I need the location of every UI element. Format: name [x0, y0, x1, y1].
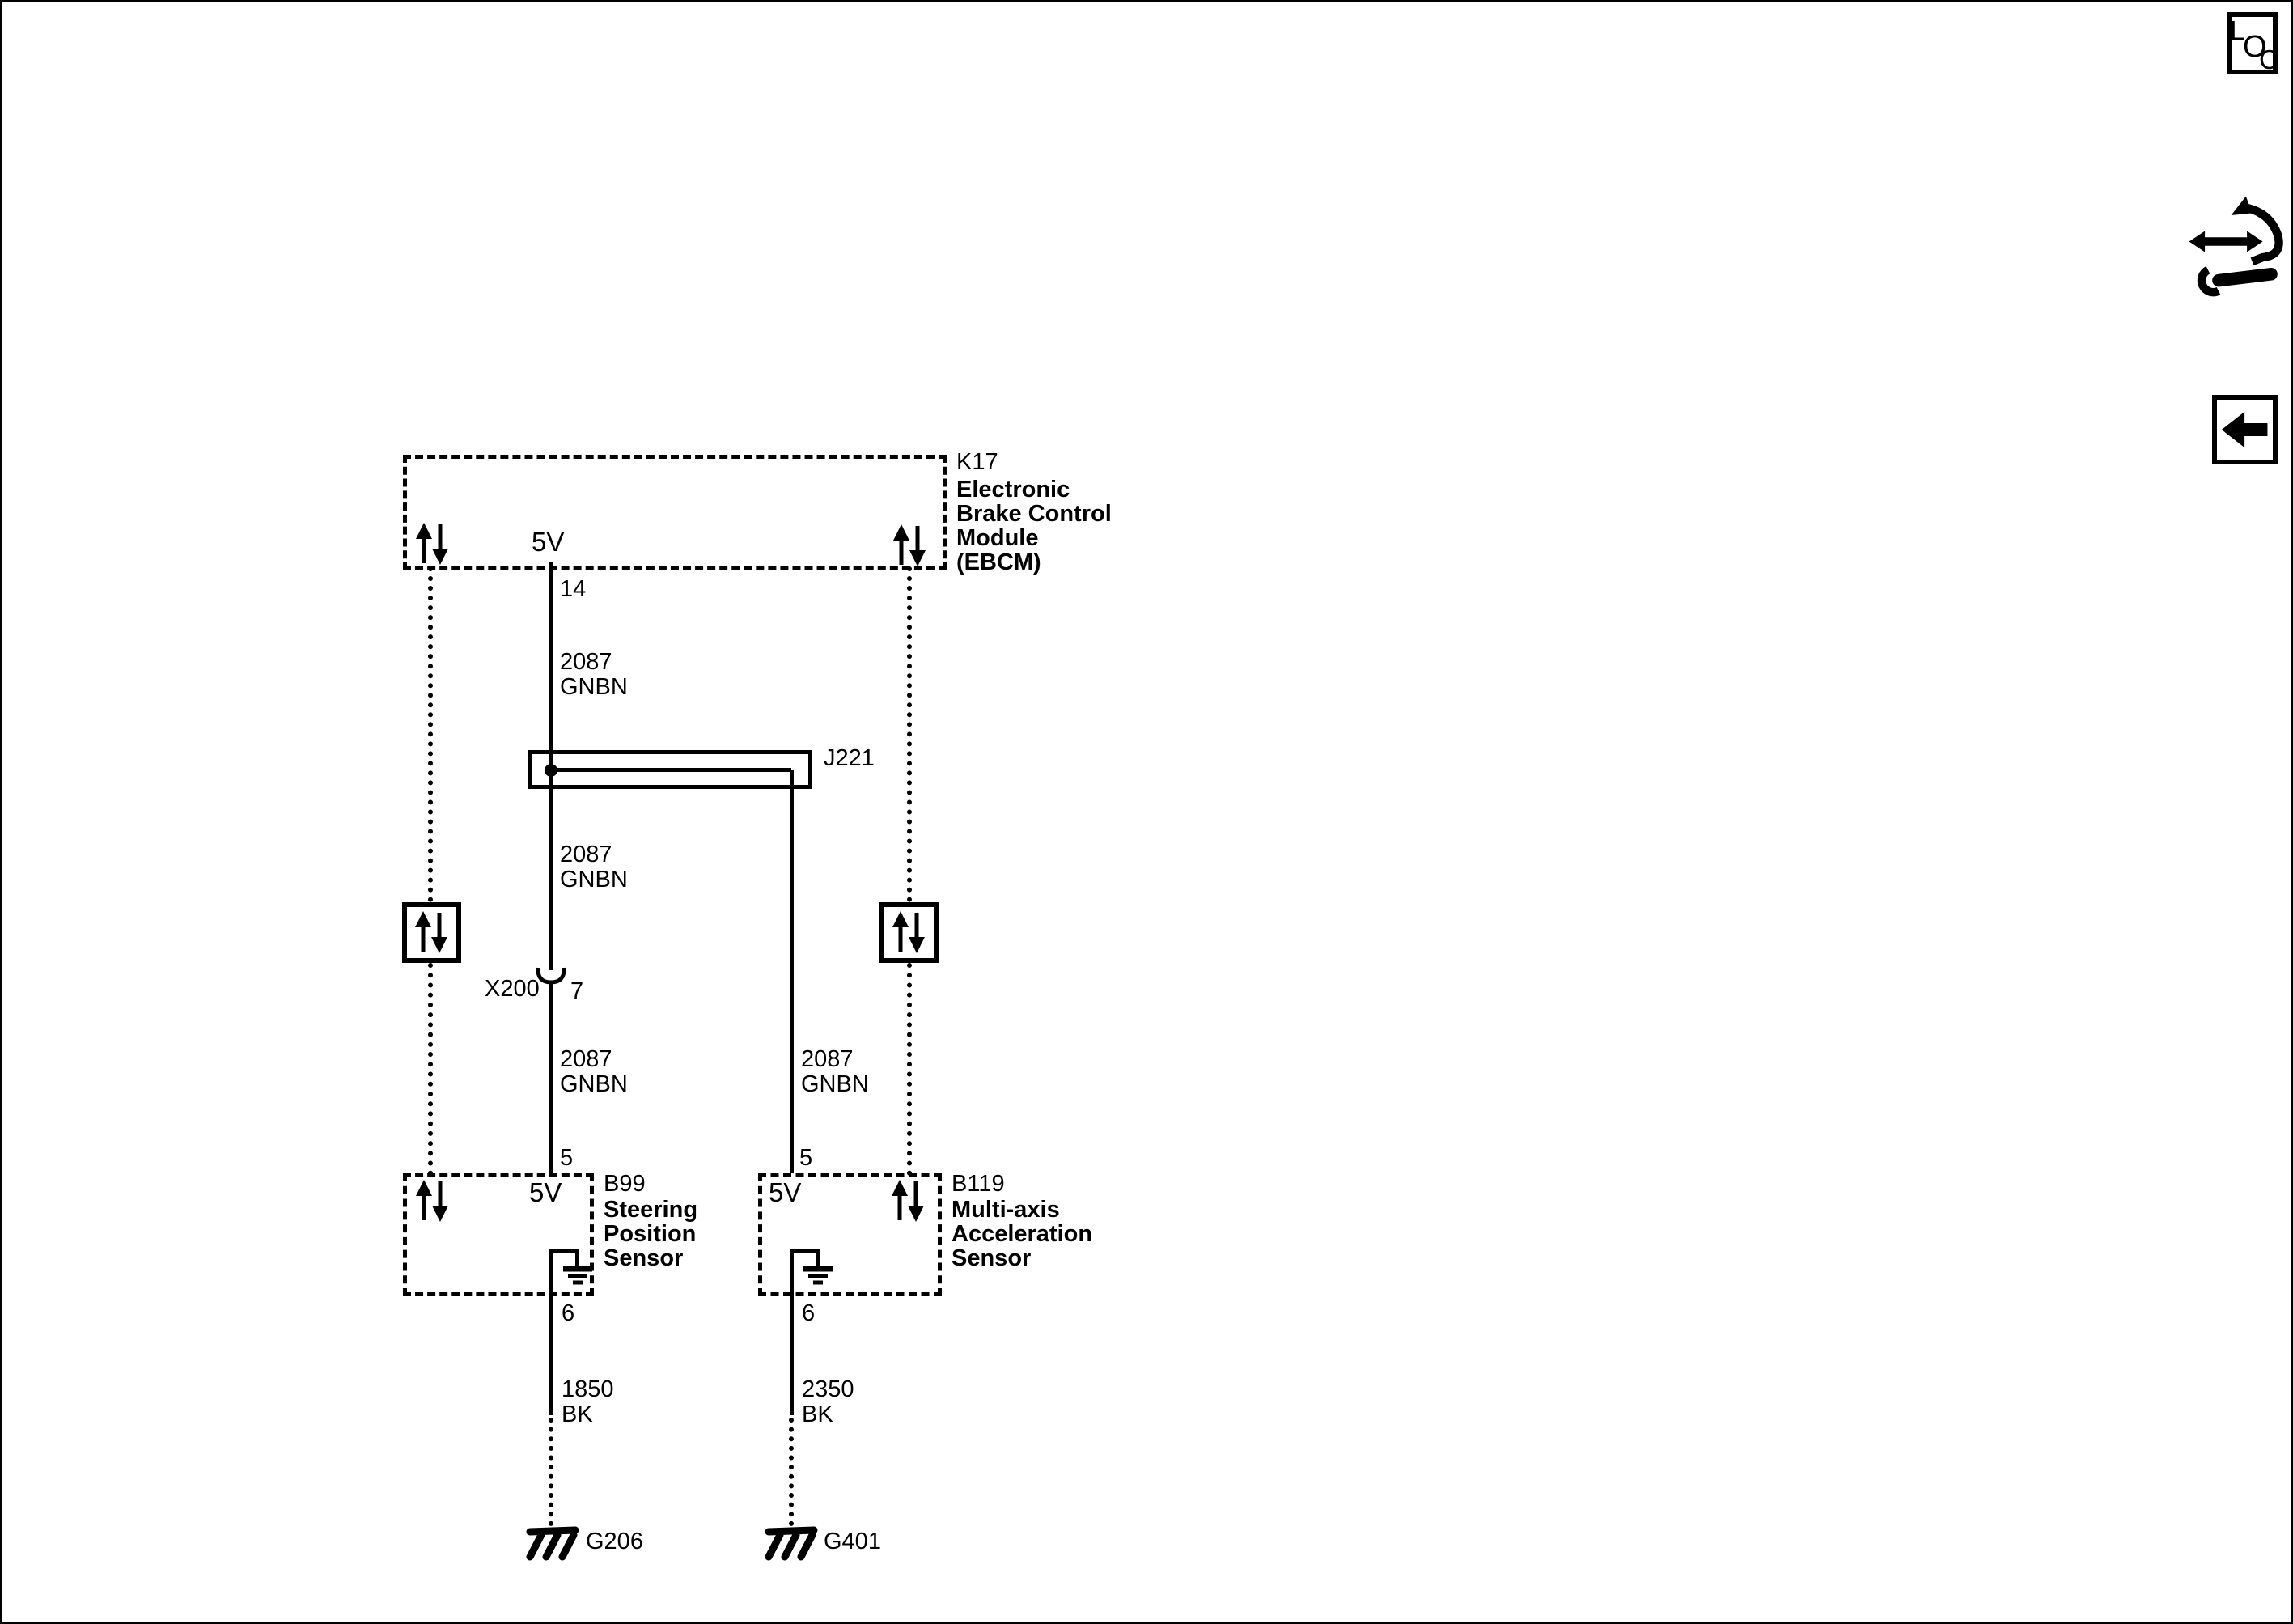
steering-sensor-name-line: Steering	[604, 1197, 698, 1223]
inline-connector-icon[interactable]	[534, 966, 568, 987]
wire-label: 2087 GNBN	[560, 650, 628, 700]
internal-ground-icon	[802, 1266, 834, 1287]
wire-color: GNBN	[801, 1071, 869, 1097]
pin-label-14: 14	[560, 576, 587, 602]
ebcm-box[interactable]	[403, 455, 947, 570]
dotted-link-wire	[907, 963, 912, 1176]
ebcm-name-line: Brake Control	[956, 501, 1112, 527]
wire-label: 2087 GNBN	[560, 1047, 628, 1097]
wire-circuit: 2087	[560, 1046, 612, 1072]
pin-label-6: 6	[562, 1300, 575, 1326]
wire-circuit: 1850	[562, 1376, 614, 1402]
splice-branch-wire	[551, 768, 791, 772]
pin-label-5: 5	[799, 1145, 813, 1171]
signal-arrows-box[interactable]	[402, 902, 461, 963]
back-arrow-icon	[2221, 411, 2268, 448]
chassis-ground-icon[interactable]	[762, 1526, 820, 1562]
signal-updown-arrows-icon[interactable]	[414, 523, 450, 565]
steering-sensor-name-line: Position	[604, 1221, 697, 1247]
ebcm-id-label: K17	[956, 449, 998, 475]
dotted-link-wire	[907, 566, 912, 902]
repair-navigation-icon[interactable]	[2186, 194, 2293, 299]
wire-color: BK	[562, 1401, 593, 1427]
wire-label: 2350 BK	[802, 1377, 854, 1427]
ebcm-name-line: Electronic	[956, 477, 1070, 502]
accel-sensor-id-label: B119	[952, 1171, 1005, 1197]
wire-2087-branch-segment	[790, 770, 794, 1173]
internal-ground-icon	[562, 1266, 594, 1287]
wire-circuit: 2350	[802, 1376, 854, 1402]
chassis-ground-icon[interactable]	[523, 1526, 582, 1562]
ebcm-voltage-label: 5V	[532, 527, 565, 557]
accel-sensor-name-line: Sensor	[952, 1245, 1032, 1271]
wire-color: GNBN	[560, 867, 628, 893]
signal-updown-arrows-icon	[413, 911, 449, 953]
pin-label-5: 5	[560, 1145, 574, 1171]
wire-circuit: 2087	[560, 649, 612, 675]
wire-circuit: 2087	[801, 1046, 854, 1072]
signal-updown-arrows-icon	[891, 911, 926, 953]
dotted-ground-wire	[789, 1418, 794, 1526]
steering-sensor-id-label: B99	[604, 1171, 646, 1197]
sensor-internal-wire	[816, 1249, 820, 1269]
connector-id-label: X200	[485, 976, 540, 1002]
sensor-internal-wire	[575, 1249, 579, 1269]
steering-voltage-label: 5V	[529, 1177, 562, 1207]
signal-updown-arrows-icon[interactable]	[892, 524, 927, 566]
wire-label: 1850 BK	[562, 1377, 614, 1427]
dotted-link-wire	[428, 963, 433, 1176]
steering-sensor-name-line: Sensor	[604, 1245, 684, 1271]
wire-circuit: 2087	[560, 842, 612, 867]
splice-id-label: J221	[824, 745, 875, 771]
signal-updown-arrows-icon[interactable]	[890, 1180, 926, 1222]
wire-label: 2087 GNBN	[801, 1047, 869, 1097]
ebcm-name-line: (EBCM)	[956, 549, 1041, 575]
accel-sensor-name-line: Acceleration	[952, 1221, 1093, 1247]
loc-letter-o: O	[2243, 30, 2267, 64]
ground-id-label: G401	[824, 1529, 881, 1554]
signal-arrows-box[interactable]	[879, 902, 939, 963]
pin-label-6: 6	[802, 1300, 816, 1326]
wire-color: BK	[802, 1401, 833, 1427]
accel-sensor-name-line: Multi-axis	[952, 1197, 1060, 1223]
loc-letter-c: C	[2259, 45, 2278, 74]
loc-button[interactable]: L O C	[2227, 12, 2278, 74]
signal-updown-arrows-icon[interactable]	[414, 1180, 450, 1222]
wire-label: 2087 GNBN	[560, 842, 628, 893]
steering-sensor-box[interactable]	[403, 1173, 594, 1296]
back-button[interactable]	[2212, 395, 2278, 464]
wire-color: GNBN	[560, 674, 628, 700]
dotted-ground-wire	[549, 1418, 553, 1526]
dotted-link-wire	[428, 566, 433, 902]
accel-sensor-box[interactable]	[758, 1173, 942, 1296]
ground-id-label: G206	[586, 1529, 643, 1554]
loc-letter-l: L	[2230, 15, 2245, 45]
splice-pack-box[interactable]	[528, 750, 812, 789]
wire-color: GNBN	[560, 1071, 628, 1097]
wire-1850-segment	[549, 1249, 553, 1415]
wire-2350-segment	[790, 1249, 794, 1415]
accel-voltage-label: 5V	[769, 1177, 802, 1207]
wire-2087-segment	[549, 983, 553, 1173]
pin-label-7: 7	[570, 978, 584, 1004]
sensor-internal-wire	[549, 1249, 579, 1253]
ebcm-name-line: Module	[956, 525, 1039, 551]
sensor-internal-wire	[790, 1249, 820, 1253]
